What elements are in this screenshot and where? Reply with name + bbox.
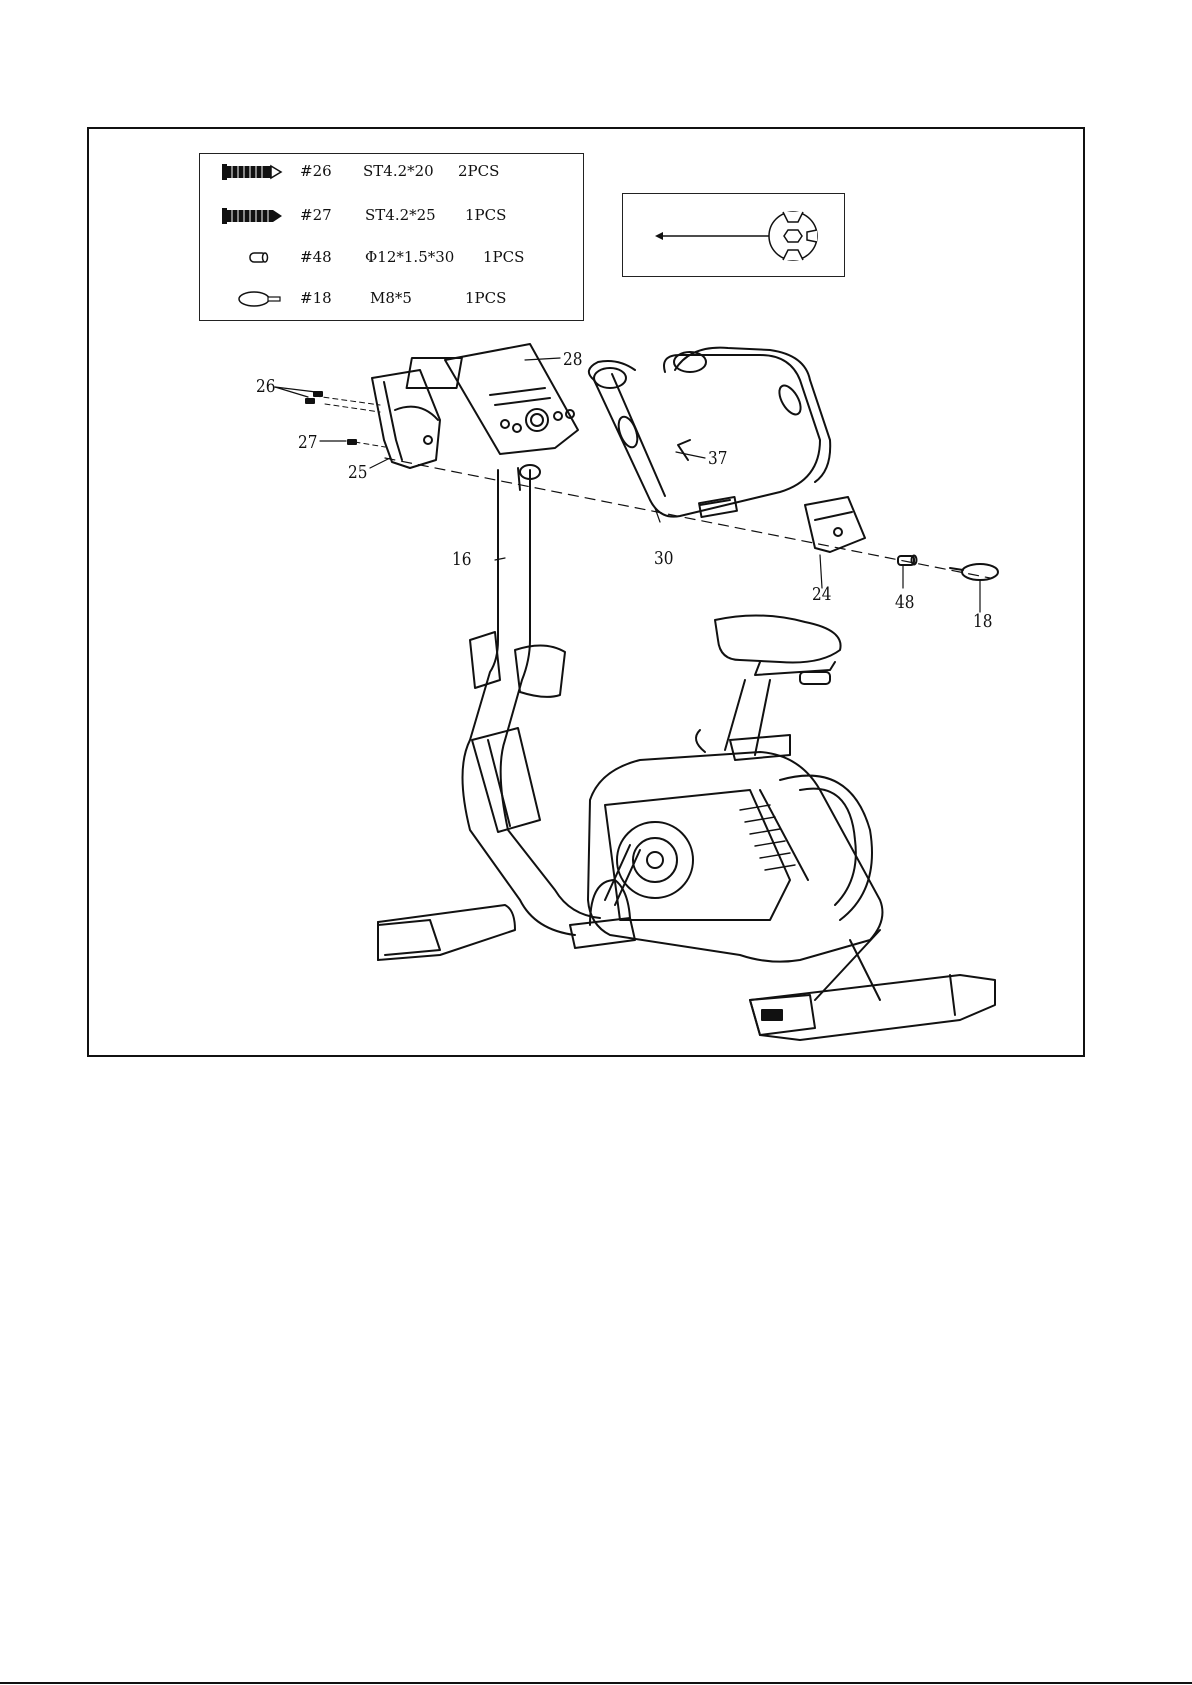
callout-27: 27 xyxy=(298,432,317,453)
screw-27 xyxy=(348,440,356,444)
screw-26 xyxy=(306,392,322,403)
callout-24: 24 xyxy=(812,584,831,605)
callout-16: 16 xyxy=(452,549,471,570)
part-16-upright xyxy=(463,465,601,935)
callout-25: 25 xyxy=(348,462,367,483)
bike-frame xyxy=(378,615,995,1040)
part-24-cover xyxy=(805,497,865,552)
part-37-wire xyxy=(678,440,690,460)
callout-26: 26 xyxy=(256,376,275,397)
callout-48: 48 xyxy=(895,592,914,613)
bottom-rule xyxy=(0,1682,1192,1684)
assembly-axis xyxy=(385,458,990,578)
callout-30: 30 xyxy=(654,548,673,569)
callout-28: 28 xyxy=(563,349,582,370)
part-48-bushing xyxy=(898,556,917,566)
part-25-cover xyxy=(372,370,440,468)
part-30-handlebar xyxy=(589,348,830,517)
callout-18: 18 xyxy=(973,611,992,632)
callout-37: 37 xyxy=(708,448,727,469)
